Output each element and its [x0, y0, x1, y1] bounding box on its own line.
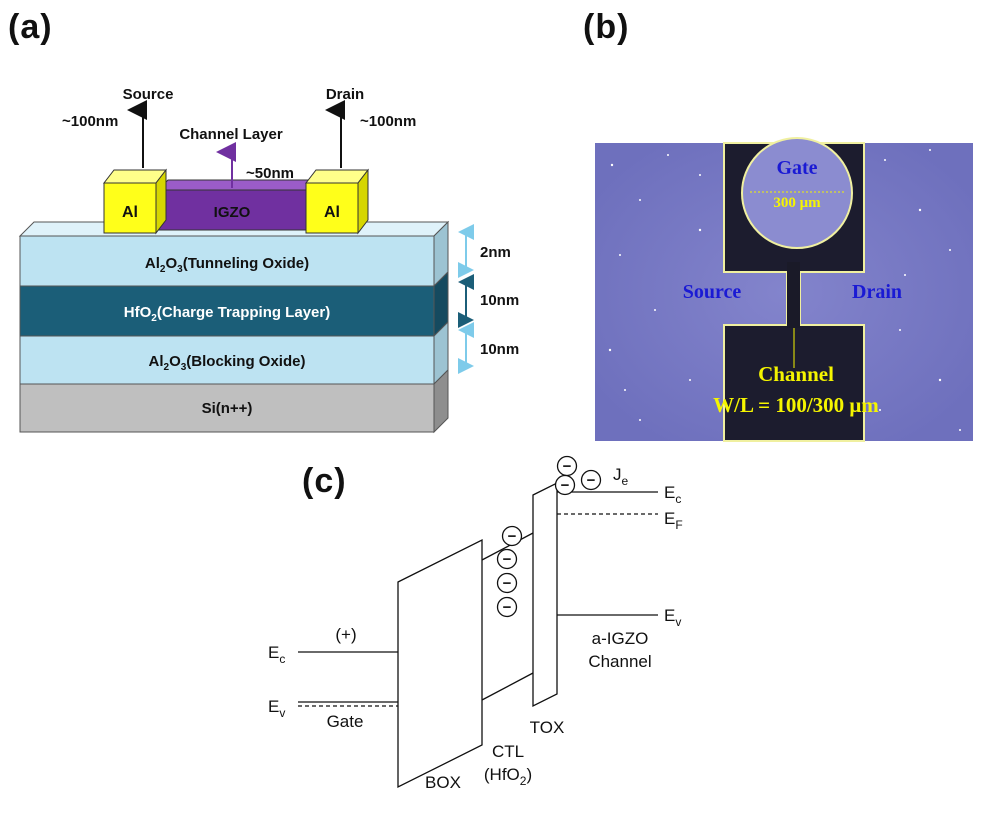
electron-icon	[554, 474, 576, 496]
al-right-side	[357, 168, 369, 235]
source-label: Source	[123, 86, 174, 103]
ctl-ec-edge	[481, 532, 534, 561]
ctl-layer	[19, 285, 435, 337]
svg-text:−: −	[587, 472, 596, 489]
igzo-band-label: a-IGZO	[592, 629, 649, 648]
drain-thickness: ~100nm	[360, 113, 416, 130]
channel-strip	[787, 262, 800, 328]
electron-icon	[501, 525, 523, 547]
gate-circle	[741, 137, 853, 249]
trapped-electrons	[496, 525, 523, 618]
ctl-label: CTL	[492, 742, 524, 761]
substrate-label: Si(n++)	[202, 400, 253, 417]
box-layer-label: Al2O3(Blocking Oxide)	[149, 353, 306, 373]
igzo-label: IGZO	[214, 204, 251, 221]
ctl-layer-label: HfO2(Charge Trapping Layer)	[124, 304, 330, 324]
tox-label: TOX	[530, 718, 565, 737]
tox-layer-label: Al2O3(Tunneling Oxide)	[145, 255, 309, 275]
hfo2-label: (HfO2)	[484, 765, 532, 788]
source-thickness: ~100nm	[62, 113, 118, 130]
svg-text:−: −	[508, 528, 517, 545]
al-right-block	[305, 182, 359, 234]
wl-label: W/L = 100/300 μm	[713, 393, 879, 417]
al-right-label: Al	[324, 204, 340, 221]
ctl-thickness: 10nm	[480, 292, 519, 309]
je-label: Je	[613, 465, 629, 488]
injected-electrons	[554, 455, 602, 496]
svg-text:−: −	[503, 575, 512, 592]
gate-diameter: 300 μm	[773, 195, 821, 211]
electron-signs: − − − − − − −	[503, 458, 596, 616]
electron-icon	[496, 548, 518, 570]
drain-pad-label: Drain	[852, 281, 902, 303]
channel-band-label: Channel	[588, 652, 651, 671]
svg-text:−: −	[563, 458, 572, 475]
panel-label-b: (b)	[583, 8, 630, 46]
plus-label: (+)	[335, 625, 356, 644]
band-diagram	[298, 481, 658, 789]
ctl-ev-edge	[481, 672, 534, 701]
source-pad-label: Source	[683, 281, 742, 303]
panel-label-a: (a)	[8, 8, 53, 46]
box-label: BOX	[425, 773, 461, 792]
tox-thickness: 2nm	[480, 244, 511, 261]
tox-layer	[19, 235, 435, 287]
channel-thickness: ~50nm	[246, 165, 294, 182]
gate-ec-label: Ec	[268, 643, 285, 666]
electron-icon	[580, 469, 602, 491]
gate-label-band: Gate	[327, 712, 364, 731]
micrograph	[595, 137, 973, 442]
svg-text:−: −	[503, 599, 512, 616]
al-left-label: Al	[122, 204, 138, 221]
channel-label: Channel	[758, 362, 834, 386]
drain-label: Drain	[326, 86, 364, 103]
gate-ev-label: Ev	[268, 697, 285, 720]
substrate-side	[433, 368, 449, 434]
al-left-block	[103, 182, 157, 234]
channel-ef-label: EF	[664, 509, 683, 532]
svg-text:−: −	[503, 551, 512, 568]
electron-icon	[496, 572, 518, 594]
al-left-side	[155, 168, 167, 235]
electron-icon	[496, 596, 518, 618]
device-stack	[18, 168, 450, 434]
gate-label: Gate	[776, 157, 817, 179]
channel-ev-label: Ev	[664, 606, 681, 629]
substrate-layer	[19, 383, 435, 433]
channel-ec-label: Ec	[664, 483, 681, 506]
panel-label-c: (c)	[302, 462, 347, 500]
channel-layer-label: Channel Layer	[179, 126, 283, 143]
tox-barrier	[532, 481, 558, 708]
box-barrier	[397, 538, 483, 789]
al-left-top	[102, 169, 168, 184]
al-right-top	[304, 169, 370, 184]
svg-text:−: −	[561, 477, 570, 494]
box-thickness: 10nm	[480, 341, 519, 358]
micrograph-speckles	[608, 149, 961, 431]
